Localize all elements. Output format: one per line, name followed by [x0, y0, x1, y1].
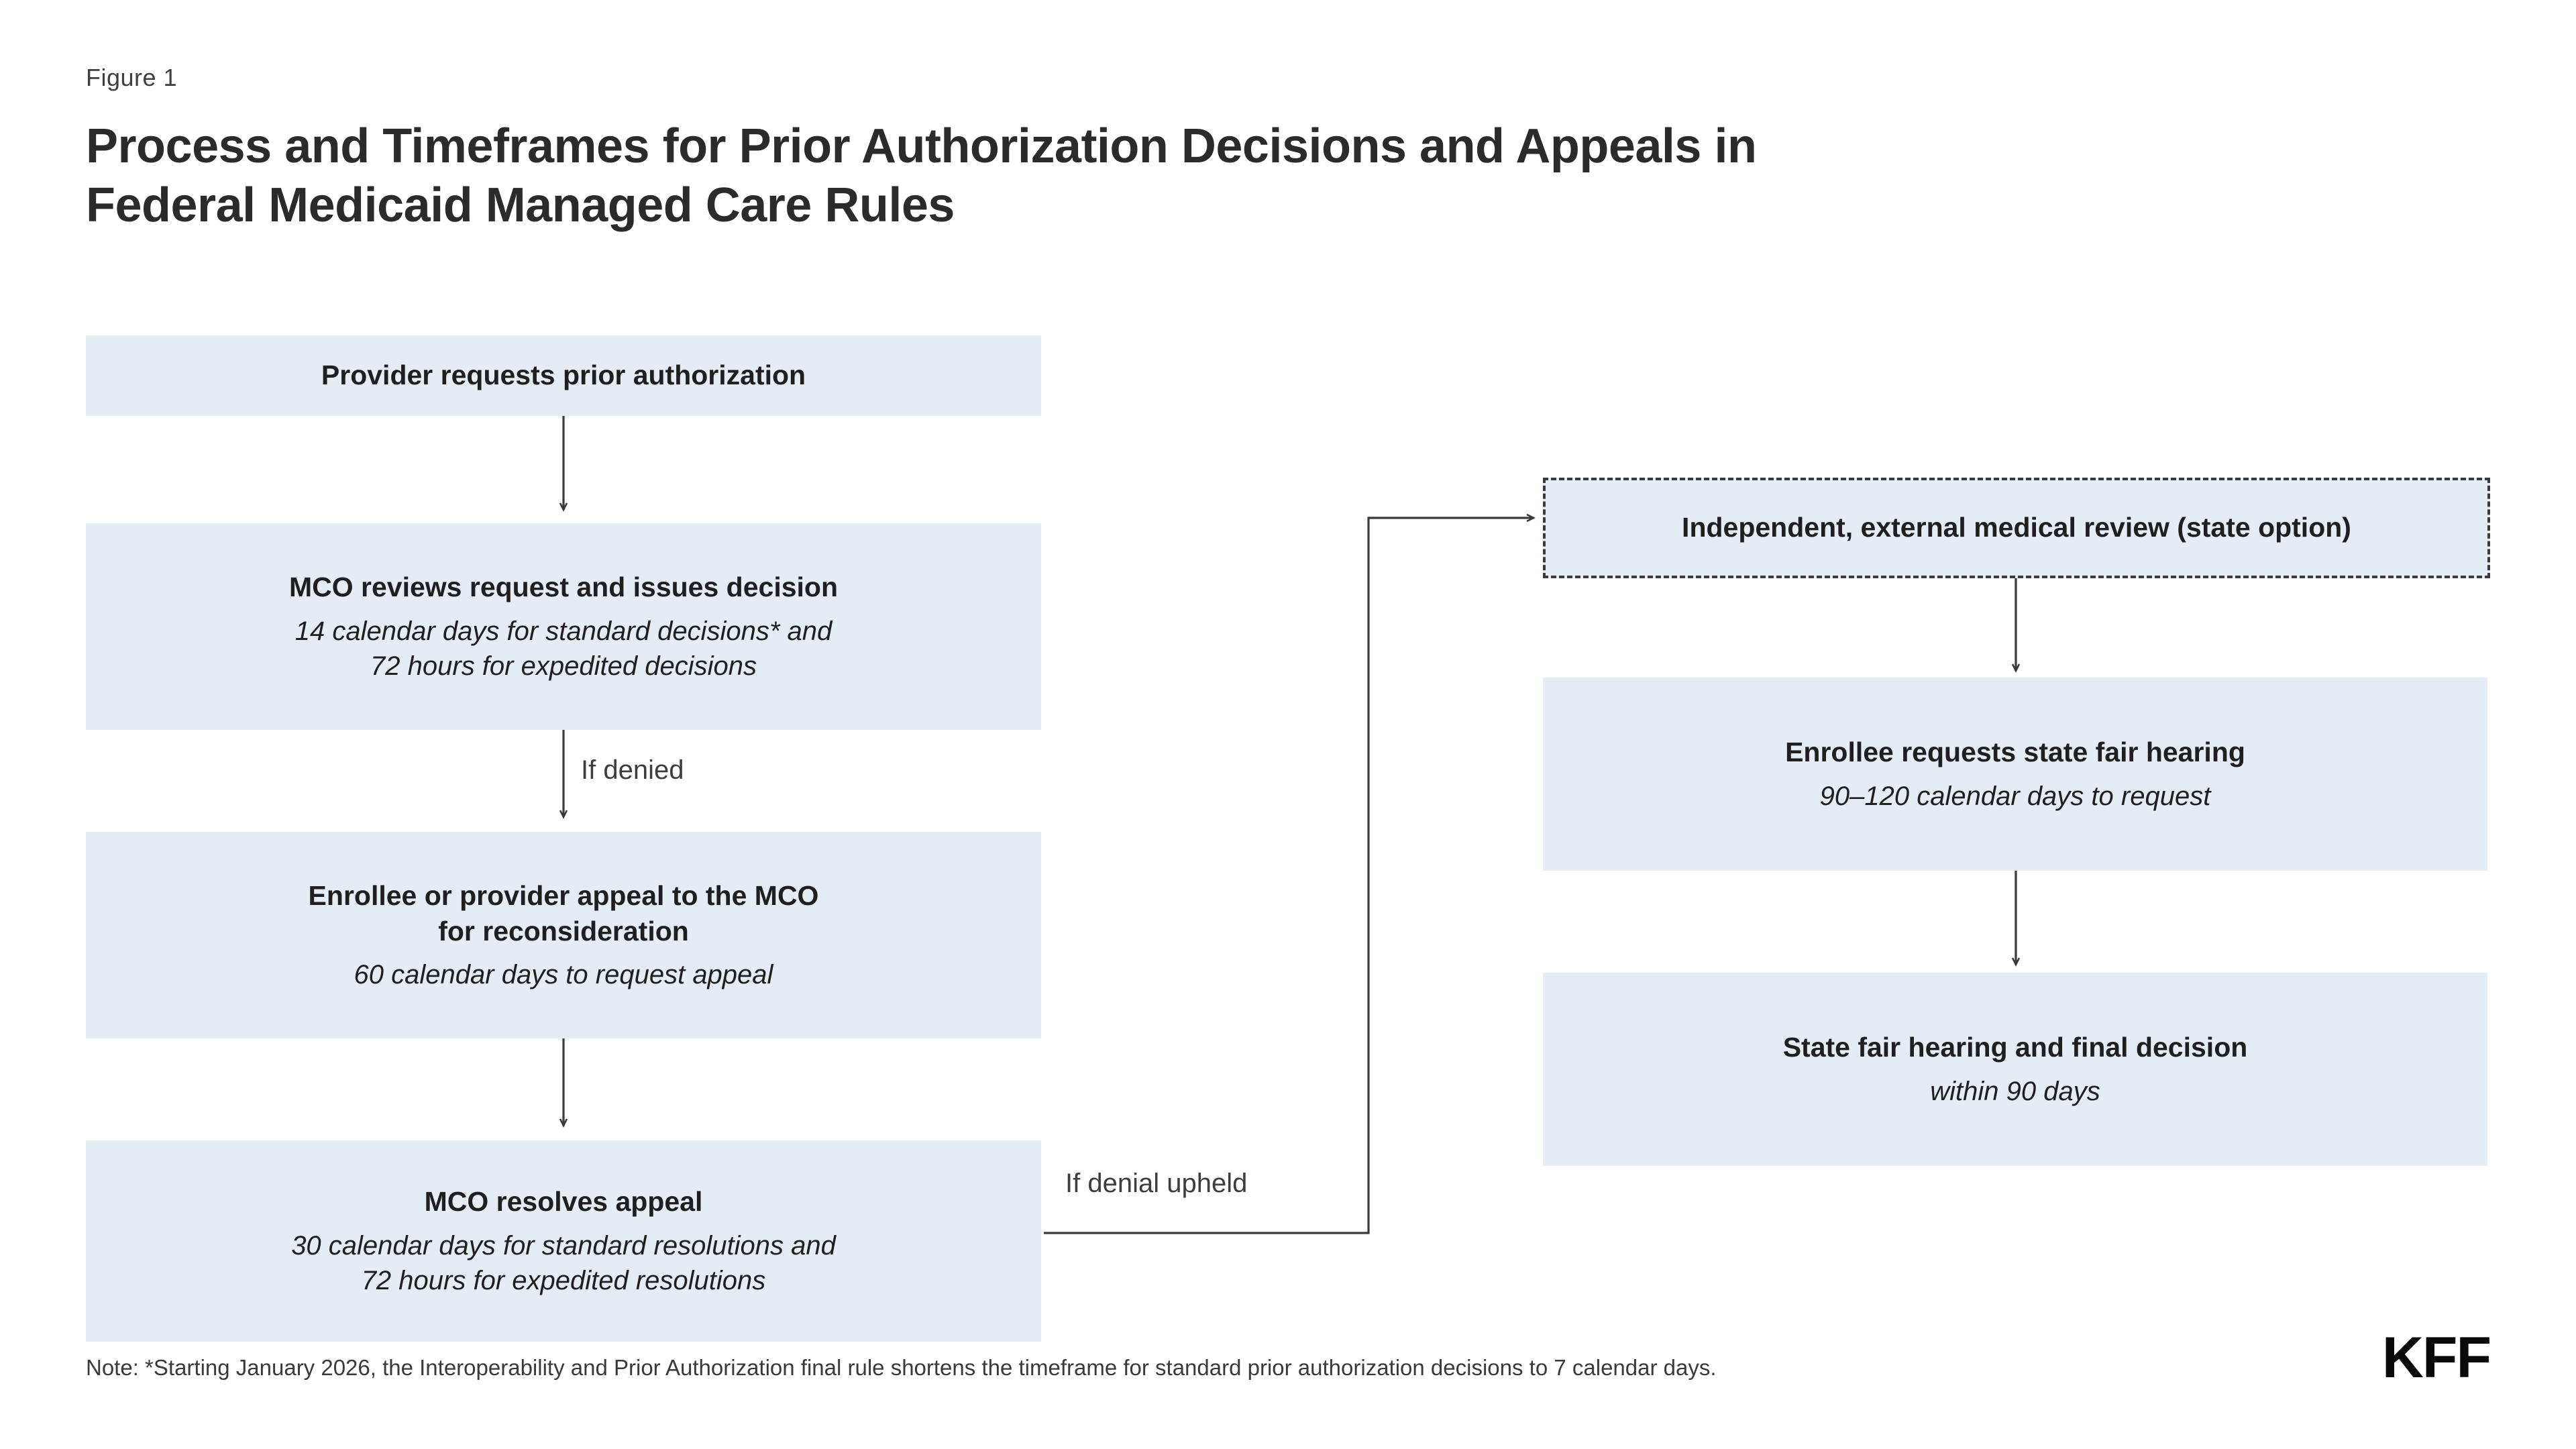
- flow-box-detail-1: 30 calendar days for standard resolution…: [291, 1230, 836, 1260]
- page-title: Process and Timeframes for Prior Authori…: [86, 117, 2434, 235]
- flow-box-title: MCO resolves appeal: [424, 1186, 703, 1218]
- figure-number-label: Figure 1: [86, 64, 178, 91]
- flow-box-detail-2: 72 hours for expedited resolutions: [361, 1265, 766, 1295]
- footnote-text: Note: *Starting January 2026, the Intero…: [86, 1355, 1717, 1380]
- flow-box-detail-2: 72 hours for expedited decisions: [370, 651, 757, 681]
- connector-label-if-denied: If denied: [581, 755, 684, 785]
- flow-box-mco-review[interactable]: MCO reviews request and issues decision …: [86, 523, 1041, 730]
- flow-box-detail-1: 60 calendar days to request appeal: [354, 960, 773, 990]
- flow-box-detail-1: within 90 days: [1930, 1076, 2100, 1106]
- flow-box-title-line-2: for reconsideration: [438, 916, 689, 947]
- flow-box-mco-resolves[interactable]: MCO resolves appeal 30 calendar days for…: [86, 1140, 1041, 1342]
- flow-box-title: Provider requests prior authorization: [321, 360, 806, 391]
- flow-box-state-fair-hearing-request[interactable]: Enrollee requests state fair hearing 90–…: [1543, 678, 2487, 871]
- flow-box-appeal-to-mco[interactable]: Enrollee or provider appeal to the MCO f…: [86, 832, 1041, 1038]
- flow-box-title: Enrollee or provider appeal to the MCO: [308, 879, 819, 911]
- page-title-line-1: Process and Timeframes for Prior Authori…: [86, 119, 1757, 173]
- flow-box-title: Enrollee requests state fair hearing: [1785, 737, 2245, 768]
- flow-box-detail-1: 90–120 calendar days to request: [1819, 781, 2211, 811]
- kff-logo: KFF: [2381, 1326, 2491, 1390]
- connector-label-if-denial-upheld: If denial upheld: [1065, 1169, 1248, 1198]
- flow-box-external-review[interactable]: Independent, external medical review (st…: [1543, 478, 2490, 578]
- arrow-denial-upheld-elbow: [1044, 518, 1534, 1234]
- flow-box-title: Independent, external medical review (st…: [1682, 512, 2351, 543]
- flow-box-state-fair-hearing-decision[interactable]: State fair hearing and final decision wi…: [1543, 973, 2487, 1166]
- page-title-line-2: Federal Medicaid Managed Care Rules: [86, 178, 955, 232]
- flow-box-detail-1: 14 calendar days for standard decisions*…: [294, 616, 833, 646]
- flow-box-provider-request[interactable]: Provider requests prior authorization: [86, 335, 1041, 416]
- flow-box-title: MCO reviews request and issues decision: [288, 572, 839, 603]
- flow-box-title: State fair hearing and final decision: [1782, 1032, 2248, 1063]
